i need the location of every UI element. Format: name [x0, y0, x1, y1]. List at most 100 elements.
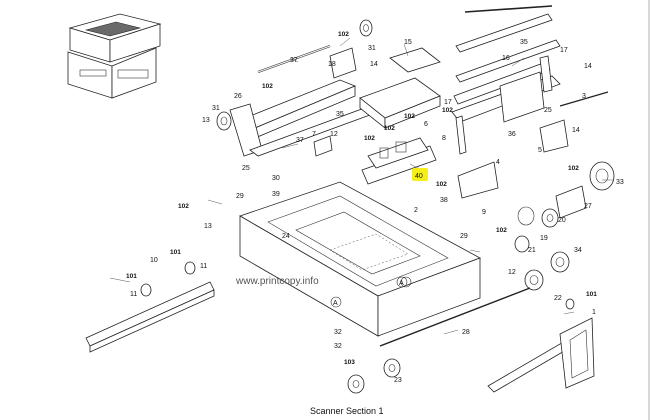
callout-102-c: 102: [384, 125, 395, 132]
diagram-caption: Scanner Section 1: [310, 406, 384, 416]
gear-21: [514, 235, 530, 253]
callout-21: 21: [528, 247, 536, 254]
gear-22: [524, 269, 544, 291]
callout-102-i: 102: [568, 165, 579, 172]
bracket-7: [313, 135, 333, 157]
callout-102-f: 102: [442, 107, 453, 114]
callout-36: 36: [508, 131, 516, 138]
callout-38: 38: [440, 197, 448, 204]
scanner-chassis: [239, 181, 481, 337]
callout-14-b: 14: [584, 63, 592, 70]
gear-34-right: [550, 251, 570, 273]
motor-33: [589, 161, 615, 191]
callout-10: 10: [150, 257, 158, 264]
callout-37-lower: 37: [296, 137, 304, 144]
callout-29-top: 29: [236, 193, 244, 200]
callout-32-low: 32: [334, 343, 342, 350]
plate-15: [389, 47, 441, 73]
callout-102-d: 102: [364, 135, 375, 142]
callout-11-mid: 11: [200, 263, 207, 270]
callout-22: 22: [554, 295, 562, 302]
sheet-ref-a-upper-text: A: [399, 280, 404, 287]
copier-thumbnail: [67, 13, 162, 99]
gear-20: [541, 208, 559, 228]
rail-bottom-left: [85, 281, 215, 353]
callout-101-b: 101: [126, 273, 137, 280]
watermark: www.printcopy.info: [235, 276, 319, 287]
cover-6: [359, 77, 441, 129]
callout-23: 23: [394, 377, 402, 384]
callout-11-left: 11: [130, 291, 137, 298]
bracket-18: [329, 47, 357, 79]
callout-7: 7: [312, 131, 316, 138]
callout-102-a: 102: [338, 31, 349, 38]
callout-31-left: 31: [212, 105, 220, 112]
highlight-marker: [412, 168, 428, 181]
callout-19: 19: [540, 235, 548, 242]
callout-31-top: 31: [368, 45, 376, 52]
callout-35-top: 35: [520, 39, 528, 46]
callout-40: 40: [415, 173, 423, 180]
pulley-1: [565, 298, 575, 310]
callout-14-c: 14: [572, 127, 580, 134]
callout-101-a: 101: [170, 249, 181, 256]
callout-28: 28: [462, 329, 470, 336]
callout-12-b: 12: [508, 269, 516, 276]
belt-19: [517, 206, 535, 226]
rail-37-top: [257, 45, 331, 73]
callout-15: 15: [404, 39, 412, 46]
callout-29-mid: 29: [460, 233, 468, 240]
callout-18: 18: [328, 61, 336, 68]
callout-8: 8: [442, 135, 446, 142]
shaft-3: [559, 91, 609, 107]
rail-left-bracket: [229, 79, 357, 157]
callout-17-right: 17: [560, 47, 568, 54]
callout-5: 5: [538, 147, 542, 154]
callout-101-c: 101: [586, 291, 597, 298]
callout-25-left: 25: [242, 165, 250, 172]
callout-103: 103: [344, 359, 355, 366]
callout-102-b: 102: [262, 83, 273, 90]
callout-1: 1: [592, 309, 596, 316]
lamp-unit-40: [361, 137, 437, 185]
callout-3: 3: [582, 93, 586, 100]
pulley-11-mid: [184, 261, 196, 275]
sheet-ref-a-lower-text: A: [333, 300, 338, 307]
callout-30: 30: [272, 175, 280, 182]
gear-23-bottom: [383, 358, 401, 378]
callout-37-top: 37: [290, 57, 298, 64]
callout-13-b: 13: [204, 223, 212, 230]
callout-14-a: 14: [370, 61, 378, 68]
shaft-28: [379, 287, 531, 347]
callout-32-mid: 32: [334, 329, 342, 336]
rail-bottom-right: [487, 317, 595, 393]
bracket-4: [457, 161, 499, 199]
callout-2: 2: [414, 207, 418, 214]
callout-24: 24: [282, 233, 290, 240]
callout-35-mid: 35: [336, 111, 344, 118]
callout-20: 20: [558, 217, 566, 224]
callout-12-a: 12: [330, 131, 338, 138]
callout-33: 33: [616, 179, 624, 186]
callout-102-e: 102: [404, 113, 415, 120]
carriage-frame-right: [451, 5, 561, 155]
pulley-11-left: [140, 283, 152, 297]
gear-34-bottom: [347, 374, 365, 394]
callout-102-h: 102: [436, 181, 447, 188]
pulley-31-left: [216, 111, 232, 131]
sheet-ref-a-upper: A: [396, 276, 408, 288]
callout-26: 26: [234, 93, 242, 100]
callout-4: 4: [496, 159, 500, 166]
sheet-ref-a-lower: A: [330, 296, 342, 308]
callout-9: 9: [482, 209, 486, 216]
callout-39-top: 39: [272, 191, 280, 198]
callout-34-right: 34: [574, 247, 582, 254]
leader-lines: [109, 37, 614, 335]
callout-102-j: 102: [496, 227, 507, 234]
callout-13-a: 13: [202, 117, 210, 124]
callout-25-right: 25: [544, 107, 552, 114]
callout-17-mid: 17: [444, 99, 452, 106]
callout-102-g: 102: [178, 203, 189, 210]
